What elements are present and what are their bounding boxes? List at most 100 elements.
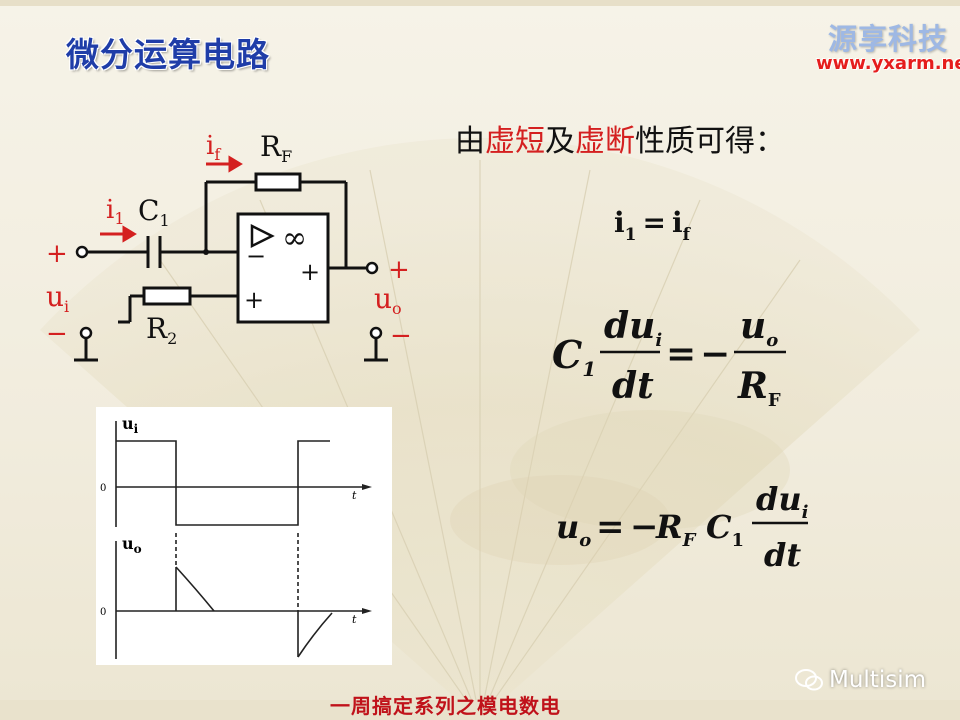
- subtitle-virtual-short: 虚短: [485, 124, 545, 159]
- f2-den2-sub: F: [768, 390, 781, 411]
- opamp-inverting-sign: −: [246, 242, 266, 270]
- formula-currents: i1=if: [614, 206, 692, 245]
- svg-text:i1: i1: [106, 195, 125, 228]
- output-plus: +: [388, 255, 410, 285]
- output-minus: −: [390, 321, 412, 351]
- i1-arrow-icon: [122, 225, 137, 243]
- formula-output: uo = − RF C1 dui dt: [556, 480, 809, 574]
- if-label-sub: f: [214, 145, 221, 164]
- wechat-icon: [795, 669, 823, 691]
- t-label-bottom: t: [352, 613, 357, 626]
- svg-text:uo: uo: [556, 508, 591, 551]
- footer-series: 一周搞定系列之模电数电: [330, 694, 561, 718]
- input-plus: +: [46, 239, 68, 269]
- svg-text:C1: C1: [552, 332, 596, 381]
- svg-text:RF: RF: [260, 130, 292, 166]
- f2-den2: R: [737, 365, 768, 407]
- f1-i-right: i: [672, 206, 683, 239]
- c1-label: C: [138, 194, 159, 227]
- differentiator-circuit: if RF i1 C1 ∞ − + + + ui − R2 + uo −: [46, 130, 412, 362]
- i1-label-sub: 1: [114, 209, 124, 228]
- t-label-top: t: [352, 489, 357, 502]
- watermark-text: Multisim: [829, 667, 926, 693]
- zero-bottom: 0: [100, 607, 106, 618]
- opamp-infinity: ∞: [282, 221, 307, 256]
- brand-logo: 源享科技 www.yxarm.net: [812, 16, 960, 76]
- uo-wave-sub: o: [134, 542, 142, 556]
- opamp-output-sign: +: [300, 258, 320, 286]
- subtitle-part: 性质可得：: [635, 124, 785, 159]
- rf-label-sub: F: [281, 147, 292, 166]
- input-minus: −: [46, 319, 68, 349]
- opamp-triangle-icon: [250, 223, 275, 249]
- f3-num-sub: i: [802, 502, 809, 523]
- f1-equals: =: [642, 206, 665, 239]
- svg-text:i1=if: i1=if: [614, 206, 692, 245]
- t-arrow-top-icon: [362, 484, 372, 490]
- f2-minus: −: [700, 333, 730, 375]
- waveform-plot: ui uo t t 0 0: [100, 414, 372, 659]
- f3-num: du: [756, 480, 802, 518]
- svg-text:RF: RF: [737, 365, 781, 411]
- f3-minus: −: [630, 507, 659, 547]
- if-label: i: [206, 131, 214, 161]
- f3-c-sub: 1: [731, 530, 744, 551]
- f2-c: C: [552, 332, 582, 377]
- svg-text:R2: R2: [146, 312, 177, 348]
- subtitle: 由虚短及虚断性质可得：: [455, 116, 785, 160]
- svg-text:uo: uo: [740, 305, 778, 351]
- logo-url: www.yxarm.net: [816, 53, 960, 74]
- f3-r: R: [655, 508, 683, 546]
- ui-label-sub: i: [64, 297, 69, 316]
- logo-name: 源享科技: [828, 22, 949, 56]
- f1-sub-left: 1: [625, 225, 637, 245]
- zero-top: 0: [100, 483, 106, 494]
- i1-label: i: [106, 195, 114, 225]
- f2-equals: =: [666, 333, 696, 375]
- uo-recovery: [297, 612, 333, 658]
- if-arrow-icon: [228, 155, 243, 173]
- r2-label: R: [146, 312, 168, 345]
- f3-r-sub: F: [682, 530, 697, 551]
- f1-sub-right: f: [683, 225, 692, 245]
- waveform-panel: ui uo t t 0 0: [96, 407, 392, 665]
- f2-num1-sub: i: [655, 330, 662, 351]
- svg-text:if: if: [206, 131, 221, 164]
- svg-text:uo: uo: [374, 282, 402, 318]
- page-title: 微分运算电路: [66, 35, 270, 74]
- f3-equals: =: [596, 507, 625, 547]
- uo-wave-label: u: [122, 534, 134, 553]
- opamp-noninverting-sign: +: [244, 286, 264, 314]
- f2-den1: dt: [612, 365, 654, 407]
- svg-text:dui: dui: [604, 305, 662, 351]
- ui-square-wave: [116, 440, 330, 526]
- svg-text:ui: ui: [46, 280, 69, 316]
- c1-label-sub: 1: [159, 211, 169, 230]
- t-arrow-bottom-icon: [362, 608, 372, 614]
- svg-text:ui: ui: [122, 414, 139, 436]
- subtitle-part: 及: [545, 124, 575, 159]
- uo-label-sub: o: [392, 299, 402, 318]
- f2-num1: du: [604, 305, 655, 347]
- f2-num2: u: [740, 305, 766, 347]
- svg-text:C1: C1: [706, 508, 744, 551]
- svg-text:uo: uo: [122, 534, 142, 556]
- f3-u: u: [556, 508, 579, 546]
- ui-wave-sub: i: [134, 422, 139, 436]
- watermark: Multisim: [795, 667, 926, 693]
- rf-label: R: [260, 130, 282, 163]
- svg-text:dui: dui: [756, 480, 809, 523]
- uo-label: u: [374, 282, 392, 315]
- top-border: [0, 0, 960, 6]
- ui-wave-label: u: [122, 414, 134, 433]
- subtitle-part: 由: [455, 124, 485, 159]
- f3-u-sub: o: [579, 530, 591, 551]
- svg-text:RF: RF: [655, 508, 697, 551]
- r2-label-sub: 2: [167, 329, 177, 348]
- f2-num2-sub: o: [766, 330, 778, 351]
- f3-den: dt: [764, 536, 801, 574]
- f2-c-sub: 1: [582, 357, 596, 381]
- ui-label: u: [46, 280, 64, 313]
